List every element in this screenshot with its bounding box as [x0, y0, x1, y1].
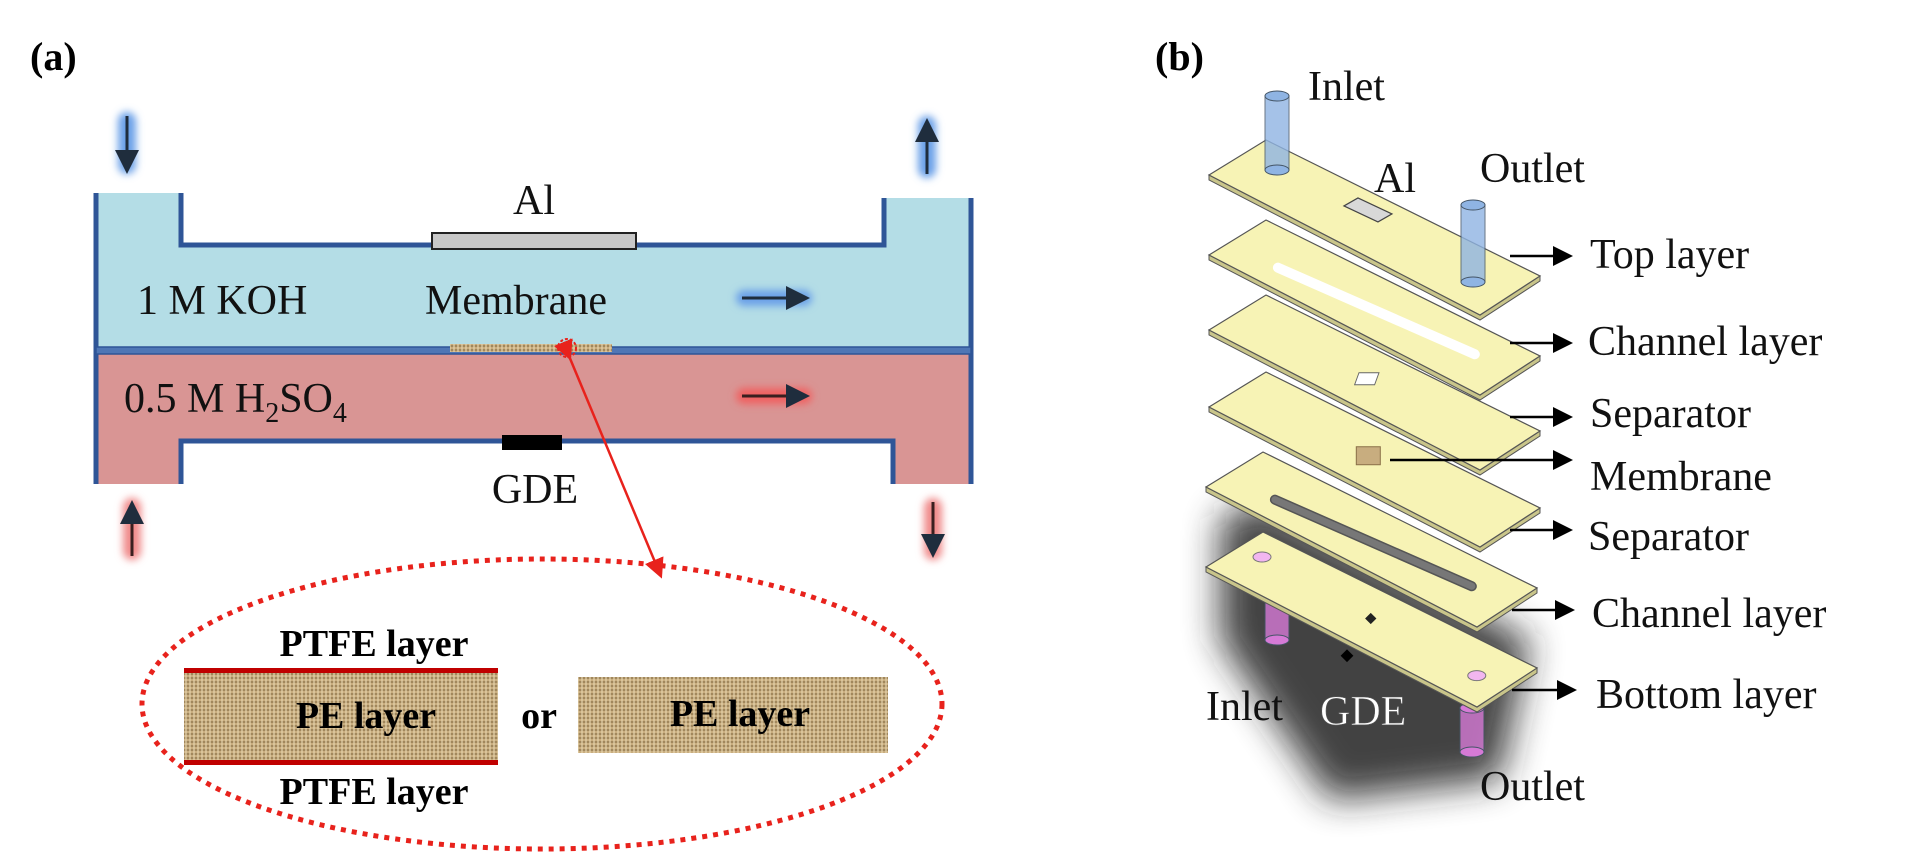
channel-slot-inner: [1271, 496, 1476, 590]
label-separator-1: Separator: [1590, 391, 1751, 437]
h2so4-label: 0.5 M H2SO4: [124, 376, 347, 429]
plate-separator-2: [1207, 371, 1542, 553]
ptfe-bottom-label: PTFE layer: [280, 771, 469, 813]
membrane-patch: [1355, 446, 1381, 466]
top-outlet-tube-end: [1460, 276, 1486, 288]
plate-bottom-layer: [1204, 531, 1539, 758]
separator-window: [1353, 372, 1380, 386]
label-separator-2: Separator: [1588, 514, 1749, 560]
pe-layer-label-2: PE layer: [670, 693, 810, 735]
gde-cathode: [502, 435, 562, 450]
outlet-top-label: Outlet: [1480, 146, 1585, 192]
gde-label-b: GDE: [1320, 689, 1406, 735]
label-membrane: Membrane: [1590, 454, 1772, 500]
bottom-outlet-tube-end: [1459, 746, 1485, 758]
flow-arrow-in-top: [115, 112, 139, 174]
panel-b: (b) Inlet Outlet Al Top layer Channel la…: [1155, 34, 1826, 810]
gde-label: GDE: [492, 467, 578, 513]
top-inlet-tube-body: [1264, 95, 1290, 171]
top-outlet-tube-cap: [1460, 199, 1486, 211]
flow-arrow-out-top: [915, 116, 939, 178]
al-plate: [1342, 197, 1394, 223]
panel-a-label: (a): [30, 34, 77, 79]
callout-arrow: [553, 338, 664, 579]
bottom-outlet-tube-body: [1459, 707, 1485, 753]
flow-arrow-catholyte: [736, 384, 812, 408]
anolyte-channel: [96, 193, 971, 349]
top-outlet-tube-body: [1460, 204, 1486, 283]
outlet-hole: [1467, 670, 1487, 682]
top-inlet-tube-cap: [1264, 90, 1290, 102]
plate-top-layer: [1207, 90, 1542, 321]
membrane-strip: [450, 344, 612, 352]
top-inlet-tube-end: [1264, 164, 1290, 176]
label-channel-layer-1: Channel layer: [1588, 319, 1822, 365]
al-label-b: Al: [1374, 156, 1416, 202]
layer-labels: Top layer Channel layer Separator Membra…: [1390, 232, 1826, 718]
inlet-bottom-label: Inlet: [1206, 684, 1283, 730]
ptfe-top-line: [184, 668, 498, 673]
ptfe-bottom-line: [184, 760, 498, 765]
label-bottom-layer: Bottom layer: [1596, 672, 1816, 718]
inset-ellipse: [139, 556, 945, 852]
al-anode: [431, 232, 637, 250]
plate-separator-1: [1207, 294, 1542, 476]
layer-stack: [1204, 90, 1542, 758]
panel-b-label: (b): [1155, 34, 1204, 79]
bottom-inlet-tube-end: [1264, 634, 1290, 646]
inlet-hole: [1252, 551, 1272, 563]
label-channel-layer-2: Channel layer: [1592, 591, 1826, 637]
flow-arrow-anolyte: [736, 286, 812, 310]
channel-slot-inner: [1274, 264, 1479, 358]
pe-fabric-laminated: [184, 673, 498, 760]
panel-a: (a) Al 1 M KOH Membrane 0.5 M H2SO4 GDE: [30, 34, 974, 852]
pe-layer-label-1: PE layer: [296, 695, 436, 737]
label-top-layer: Top layer: [1590, 232, 1749, 278]
catholyte-channel: [96, 353, 971, 484]
plate-surface: [1207, 139, 1542, 316]
flow-arrow-out-bottom: [921, 498, 945, 560]
flow-arrow-in-bottom: [120, 498, 144, 560]
or-label: or: [521, 695, 557, 737]
ptfe-top-label: PTFE layer: [280, 623, 469, 665]
gde-electrode: [1340, 649, 1354, 663]
al-label: Al: [513, 178, 555, 224]
koh-label: 1 M KOH: [137, 278, 307, 324]
outlet-bottom-label: Outlet: [1480, 764, 1585, 810]
plate-channel-layer-1: [1207, 219, 1542, 401]
gde-window: [1365, 612, 1377, 625]
pe-fabric-plain: [578, 677, 888, 753]
inlet-top-label: Inlet: [1308, 64, 1385, 110]
membrane-label: Membrane: [425, 278, 607, 324]
plate-channel-layer-2: [1204, 451, 1539, 633]
